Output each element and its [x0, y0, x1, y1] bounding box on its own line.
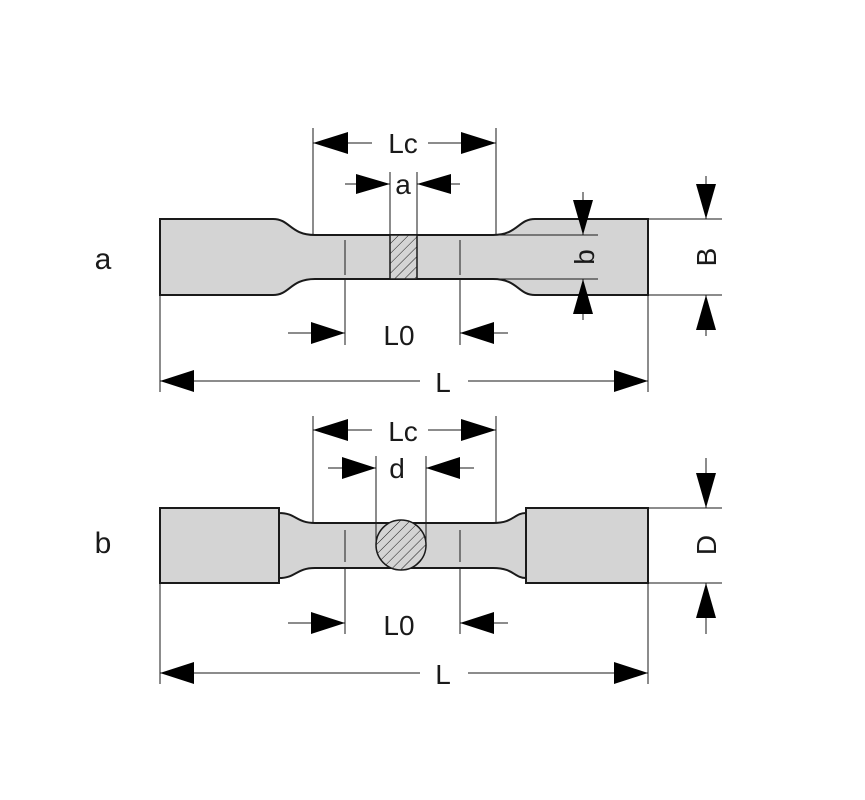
arrow-head: [417, 174, 451, 194]
arrow-head: [573, 279, 593, 314]
arrow-head: [160, 662, 194, 684]
flat-l0-label: L0: [383, 320, 414, 351]
flat-lc-label: Lc: [388, 128, 418, 159]
flat-cross-section-hatch: [390, 235, 417, 279]
arrow-head: [311, 612, 345, 634]
round-l-dimension: L: [159, 583, 649, 690]
round-d-label: d: [389, 453, 405, 484]
arrow-head: [614, 370, 648, 392]
flat-l-label: L: [435, 367, 451, 398]
panel-a-label: a: [95, 243, 112, 276]
round-l0-dimension: L0: [288, 568, 508, 641]
arrow-head: [160, 370, 194, 392]
arrow-head: [461, 419, 496, 441]
flat-a-label: a: [395, 169, 411, 200]
arrow-head: [460, 322, 494, 344]
flat-B-label: B: [691, 248, 722, 267]
flat-lc-dimension: Lc: [312, 128, 497, 235]
arrow-head: [460, 612, 494, 634]
arrow-head: [696, 473, 716, 508]
arrow-head: [313, 419, 348, 441]
arrow-head: [573, 200, 593, 235]
round-D-dimension: D: [648, 458, 722, 634]
arrow-head: [696, 295, 716, 330]
flat-l-dimension: L: [159, 295, 649, 398]
arrow-head: [696, 184, 716, 219]
panel-b-label: b: [95, 527, 112, 560]
arrow-head: [342, 457, 376, 479]
arrow-head: [313, 132, 348, 154]
arrow-head: [426, 457, 460, 479]
round-lc-label: Lc: [388, 416, 418, 447]
round-lc-dimension: Lc: [312, 416, 497, 523]
flat-b-label: b: [569, 249, 600, 265]
arrow-head: [356, 174, 390, 194]
panel-b: b Lc d: [95, 416, 722, 690]
round-d-dimension: d: [328, 453, 474, 545]
round-l-label: L: [435, 659, 451, 690]
panel-a: a Lc a: [95, 128, 722, 398]
flat-l0-dimension: L0: [288, 279, 508, 351]
flat-b-dimension: b: [493, 192, 600, 320]
flat-B-dimension: B: [648, 176, 722, 336]
arrow-head: [614, 662, 648, 684]
arrow-head: [311, 322, 345, 344]
flat-a-dimension: a: [345, 169, 460, 235]
round-D-label: D: [691, 535, 722, 555]
round-cross-section-hatch: [376, 520, 426, 570]
arrow-head: [696, 583, 716, 618]
round-l0-label: L0: [383, 610, 414, 641]
arrow-head: [461, 132, 496, 154]
